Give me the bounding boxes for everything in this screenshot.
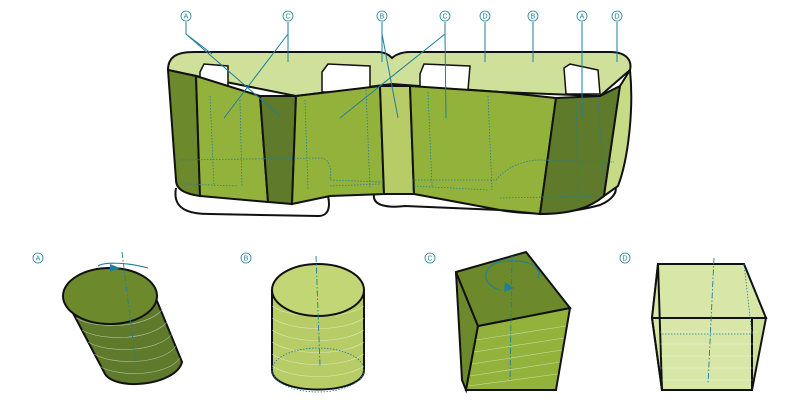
axis-line-icon: [509, 255, 513, 381]
callout-top-b1: B: [376, 10, 388, 22]
svg-text:D: D: [614, 14, 619, 21]
callout-top-a2: A: [576, 10, 588, 22]
svg-text:A: A: [184, 14, 189, 21]
callout-top-d1: D: [479, 10, 491, 22]
prism-c-hatching: [467, 325, 567, 387]
axis-line-icon: [707, 257, 715, 385]
leaders: [185, 22, 618, 119]
prism-c-top-face: [454, 250, 572, 328]
cylinder-b-hidden-base: [271, 347, 365, 393]
component-c: C: [424, 250, 572, 394]
rotation-arrowhead: [110, 264, 120, 272]
wall-panel-b: [378, 85, 416, 195]
svg-text:C: C: [285, 14, 290, 21]
svg-text:C: C: [442, 14, 447, 21]
callout-top-a1: A: [180, 10, 192, 22]
svg-text:D: D: [482, 14, 487, 21]
callout-component-d: D: [619, 252, 631, 264]
cube-d-left-edge: [657, 263, 663, 391]
wall-panel-a-left: [166, 68, 202, 198]
hidden-contour: [179, 89, 615, 197]
svg-text:C: C: [427, 256, 432, 263]
wall-panel-c-left: [194, 74, 270, 204]
svg-text:A: A: [36, 256, 41, 263]
axis-line-icon: [315, 255, 321, 367]
callout-top-d2: D: [611, 10, 623, 22]
svg-text:B: B: [380, 14, 385, 21]
callout-component-b: B: [240, 252, 252, 264]
wall-panel-d-end: [602, 66, 633, 199]
callout-top-b2: B: [527, 10, 539, 22]
wall-panel-c-right: [408, 84, 558, 216]
callout-component-a: A: [32, 252, 44, 264]
svg-text:B: B: [244, 256, 249, 263]
rotation-arrow-icon: [485, 260, 540, 291]
assembled-structure: A C B C D B A D: [166, 10, 633, 218]
callout-top-c1: C: [282, 10, 294, 22]
cylinder-a-top: [62, 267, 158, 325]
svg-text:B: B: [531, 14, 536, 21]
callout-component-c: C: [424, 252, 436, 264]
svg-text:A: A: [580, 14, 585, 21]
callout-top-c2: C: [439, 10, 451, 22]
cube-d-hatching: [660, 331, 758, 381]
wall-panel-c-mid: [290, 84, 386, 206]
cube-d-side: [751, 317, 768, 391]
cube-d-hidden-edges: [662, 263, 753, 335]
rotation-arrowhead: [504, 282, 514, 292]
axis-line-icon: [121, 251, 137, 365]
component-d: D: [619, 252, 768, 391]
component-a: A: [32, 251, 184, 385]
hidden-base: [183, 183, 601, 199]
top-rim: [166, 51, 632, 98]
svg-text:D: D: [622, 256, 627, 263]
cube-d-front: [650, 317, 753, 391]
cylinder-b-top: [271, 263, 365, 317]
opening-2: [321, 63, 371, 93]
cube-d-top: [650, 263, 768, 319]
component-b: B: [240, 252, 365, 393]
rotation-arrow-icon: [97, 262, 149, 269]
